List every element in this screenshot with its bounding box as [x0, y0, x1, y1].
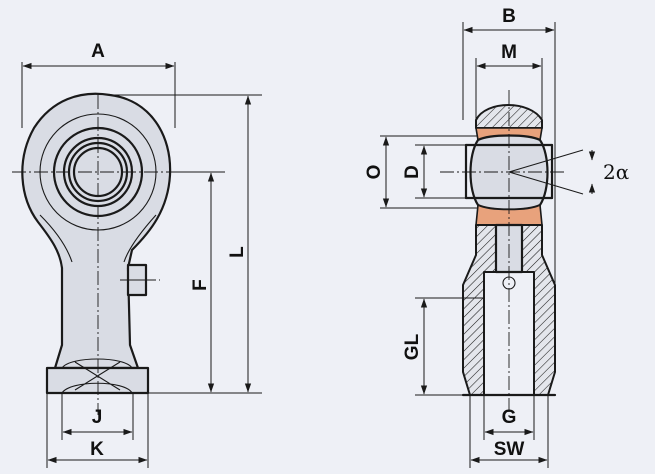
dimension-labels: A F L J K B M O D 2α GL G SW: [90, 6, 629, 460]
front-view-hex-base: [45, 366, 150, 395]
section-view: [440, 90, 584, 420]
label-GL: GL: [402, 333, 423, 360]
front-view-hex-chamfer: [61, 358, 133, 394]
label-L: L: [227, 246, 248, 258]
label-F: F: [190, 279, 211, 291]
front-view-dimensions: [21, 62, 262, 468]
label-B: B: [502, 6, 516, 27]
label-SW: SW: [494, 439, 525, 460]
label-J: J: [92, 407, 103, 428]
label-A: A: [91, 41, 105, 62]
section-view-shank: [462, 224, 497, 396]
section-view-liner-bottom: [475, 203, 543, 226]
front-view-body-outline: [21, 92, 172, 370]
front-view: [12, 92, 195, 415]
front-view-neck-lines: [39, 214, 157, 263]
label-O: O: [364, 165, 385, 180]
label-K: K: [90, 439, 104, 460]
label-D: D: [402, 165, 423, 179]
label-G: G: [502, 407, 517, 428]
label-M: M: [501, 42, 517, 63]
label-angle: 2α: [603, 160, 629, 184]
section-view-dimensions: [380, 22, 596, 468]
